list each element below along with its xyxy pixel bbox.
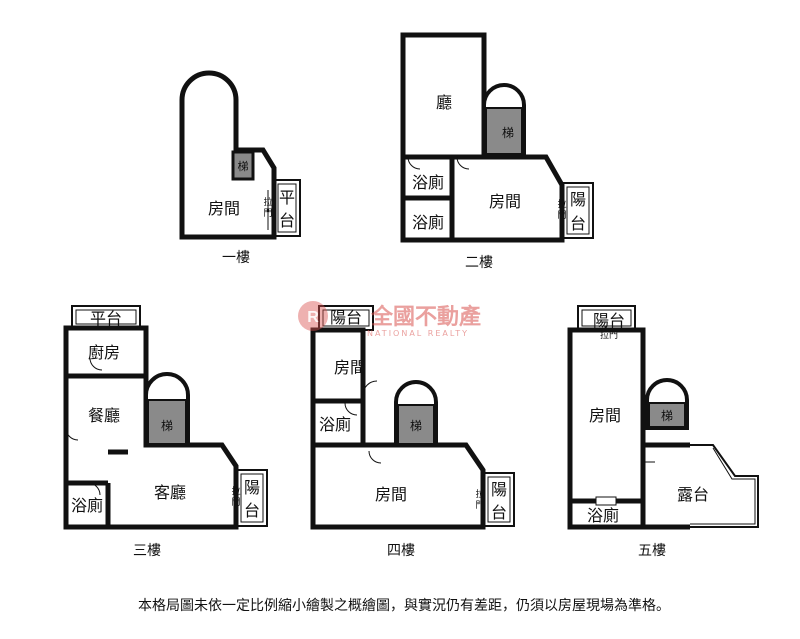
room-label-1f-platform-2: 台 xyxy=(279,211,295,230)
room-label-2f-bath-2: 浴廁 xyxy=(412,213,444,232)
room-label-5f-room: 房間 xyxy=(589,406,621,425)
svg-text:台: 台 xyxy=(244,501,260,520)
room-label-1f-room: 房間 xyxy=(208,199,240,218)
svg-text:台: 台 xyxy=(570,214,586,233)
terrace-5f-outline xyxy=(690,444,759,528)
room-label-4f-bath: 浴廁 xyxy=(319,415,351,434)
room-label-1f-slide-door-1: 拉 xyxy=(263,196,272,208)
room-label-4f-stair: 梯 xyxy=(410,419,422,433)
room-label-4f-room-top: 房間 xyxy=(334,358,366,377)
stair-3f xyxy=(147,399,187,445)
floor-label-1f: 一樓 xyxy=(222,250,250,266)
stair-2f xyxy=(485,107,523,155)
room-label-2f-room: 房間 xyxy=(489,192,521,211)
stair-5f xyxy=(648,402,686,428)
svg-text:陽: 陽 xyxy=(491,480,507,499)
svg-text:陽: 陽 xyxy=(570,190,586,209)
room-label-4f-balcony-top: 陽台 xyxy=(330,308,362,327)
svg-text:拉: 拉 xyxy=(475,488,484,500)
stair-1f xyxy=(231,150,255,181)
platform-1f-box xyxy=(273,179,301,237)
balcony-4f-top-box xyxy=(318,305,374,331)
floor-label-4f: 四樓 xyxy=(387,543,415,559)
watermark-logo: R 全國不動產 NATIONAL REALTY xyxy=(298,301,481,338)
balcony-2f-box xyxy=(562,182,594,239)
balcony-3f-box xyxy=(236,469,268,527)
svg-text:拉: 拉 xyxy=(231,485,240,497)
floor-label-5f: 五樓 xyxy=(638,543,666,559)
room-label-1f-stair: 梯 xyxy=(238,160,249,173)
svg-text:門: 門 xyxy=(231,497,240,508)
disclaimer-text: 本格局圖未依一定比例縮小繪製之概繪圖，與實況仍有差距，仍須以房屋現場為準格。 xyxy=(138,597,670,614)
floor-plan-2f xyxy=(400,32,565,243)
room-label-5f-stair: 梯 xyxy=(661,409,673,423)
room-label-1f-platform-1: 平 xyxy=(279,188,295,207)
room-label-5f-balcony: 陽台 xyxy=(593,311,625,330)
room-label-5f-terrace: 露台 xyxy=(677,485,709,504)
room-label-3f-living: 客廳 xyxy=(154,483,186,502)
room-label-5f-bath: 浴廁 xyxy=(587,506,619,525)
floor-label-2f: 二樓 xyxy=(465,255,493,271)
room-label-3f-dining: 餐廳 xyxy=(88,406,120,425)
room-label-4f-room: 房間 xyxy=(375,485,407,504)
platform-3f-box xyxy=(71,305,141,329)
room-label-2f-stair: 梯 xyxy=(502,126,514,140)
floor-plan-3f xyxy=(63,325,239,530)
svg-text:拉: 拉 xyxy=(557,198,566,210)
svg-text:門: 門 xyxy=(557,210,566,221)
room-label-2f-bath-1: 浴廁 xyxy=(412,173,444,192)
svg-text:陽: 陽 xyxy=(244,478,260,497)
room-label-3f-bath: 浴廁 xyxy=(71,496,103,515)
floor-plan-1f xyxy=(179,70,277,240)
floor-plan-4f xyxy=(310,327,486,530)
balcony-4f-side-box xyxy=(483,472,515,527)
svg-text:門: 門 xyxy=(475,500,484,511)
room-label-1f-slide-door-2: 門 xyxy=(263,208,272,219)
room-label-5f-slide-door: 拉門 xyxy=(600,329,618,341)
room-label-2f-hall: 廳 xyxy=(436,93,452,112)
watermark-sub: NATIONAL REALTY xyxy=(367,329,469,338)
room-label-3f-kitchen: 廚房 xyxy=(88,343,120,362)
floor-label-3f: 三樓 xyxy=(133,543,161,559)
stair-4f xyxy=(397,404,435,445)
room-label-3f-platform: 平台 xyxy=(90,309,122,328)
watermark-name: 全國不動產 xyxy=(370,304,481,330)
svg-text:R: R xyxy=(307,309,319,326)
svg-text:台: 台 xyxy=(491,503,507,522)
room-label-3f-stair: 梯 xyxy=(161,419,173,433)
balcony-5f-box xyxy=(577,305,636,331)
